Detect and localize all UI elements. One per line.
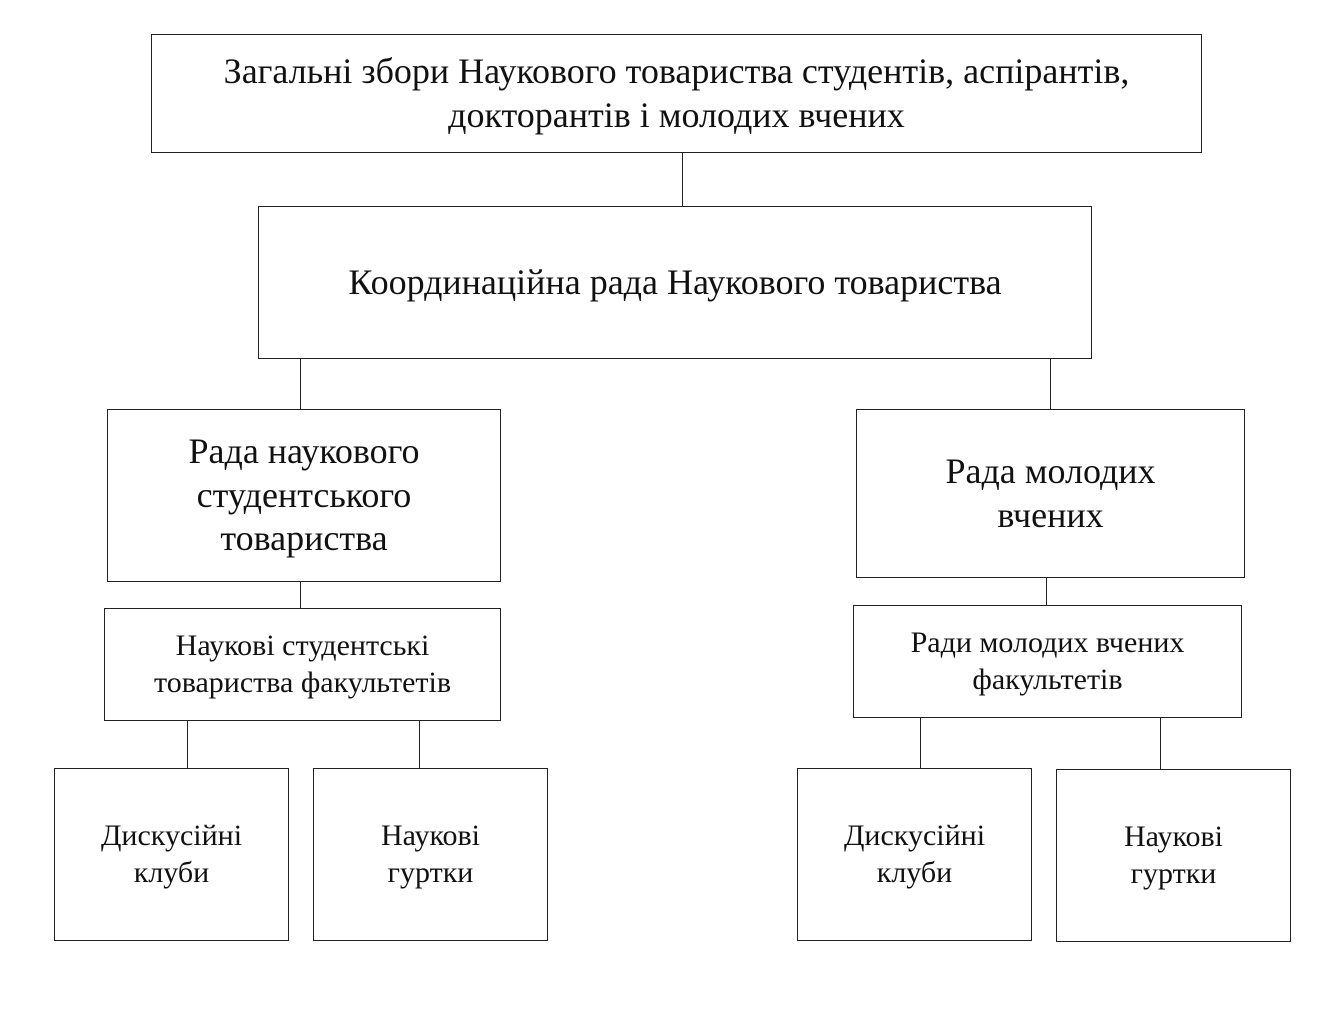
connector (419, 720, 420, 768)
right-science-circles-node: Наукові гуртки (1056, 769, 1291, 942)
node-label: Наукові студентські товариства факультет… (154, 628, 451, 699)
connector (682, 152, 683, 206)
connector (1160, 717, 1161, 769)
general-assembly-node: Загальні збори Наукового товариства студ… (151, 34, 1202, 153)
connector (1050, 358, 1051, 409)
connector (300, 358, 301, 409)
faculty-student-societies-node: Наукові студентські товариства факультет… (104, 608, 501, 721)
connector (187, 720, 188, 768)
node-label: Дискусійні клуби (100, 818, 243, 889)
node-label: Наукові гуртки (380, 818, 480, 889)
faculty-young-scientists-councils-node: Ради молодих вчених факультетів (853, 605, 1242, 718)
node-label: Загальні збори Наукового товариства студ… (223, 50, 1130, 135)
left-science-circles-node: Наукові гуртки (313, 768, 548, 941)
connector (920, 717, 921, 768)
connector (1046, 577, 1047, 605)
node-label: Ради молодих вчених факультетів (910, 625, 1185, 696)
node-label: Рада молодих вчених (945, 450, 1156, 535)
node-label: Дискусійні клуби (843, 818, 986, 889)
young-scientists-council-node: Рада молодих вчених (856, 409, 1245, 578)
connector (300, 581, 301, 608)
node-label: Рада наукового студентського товариства (188, 430, 420, 559)
student-society-council-node: Рада наукового студентського товариства (107, 409, 501, 582)
left-discussion-clubs-node: Дискусійні клуби (54, 768, 289, 941)
coordination-council-node: Координаційна рада Наукового товариства (258, 206, 1092, 359)
node-label: Координаційна рада Наукового товариства (348, 261, 1002, 302)
right-discussion-clubs-node: Дискусійні клуби (797, 768, 1032, 941)
node-label: Наукові гуртки (1123, 819, 1223, 890)
